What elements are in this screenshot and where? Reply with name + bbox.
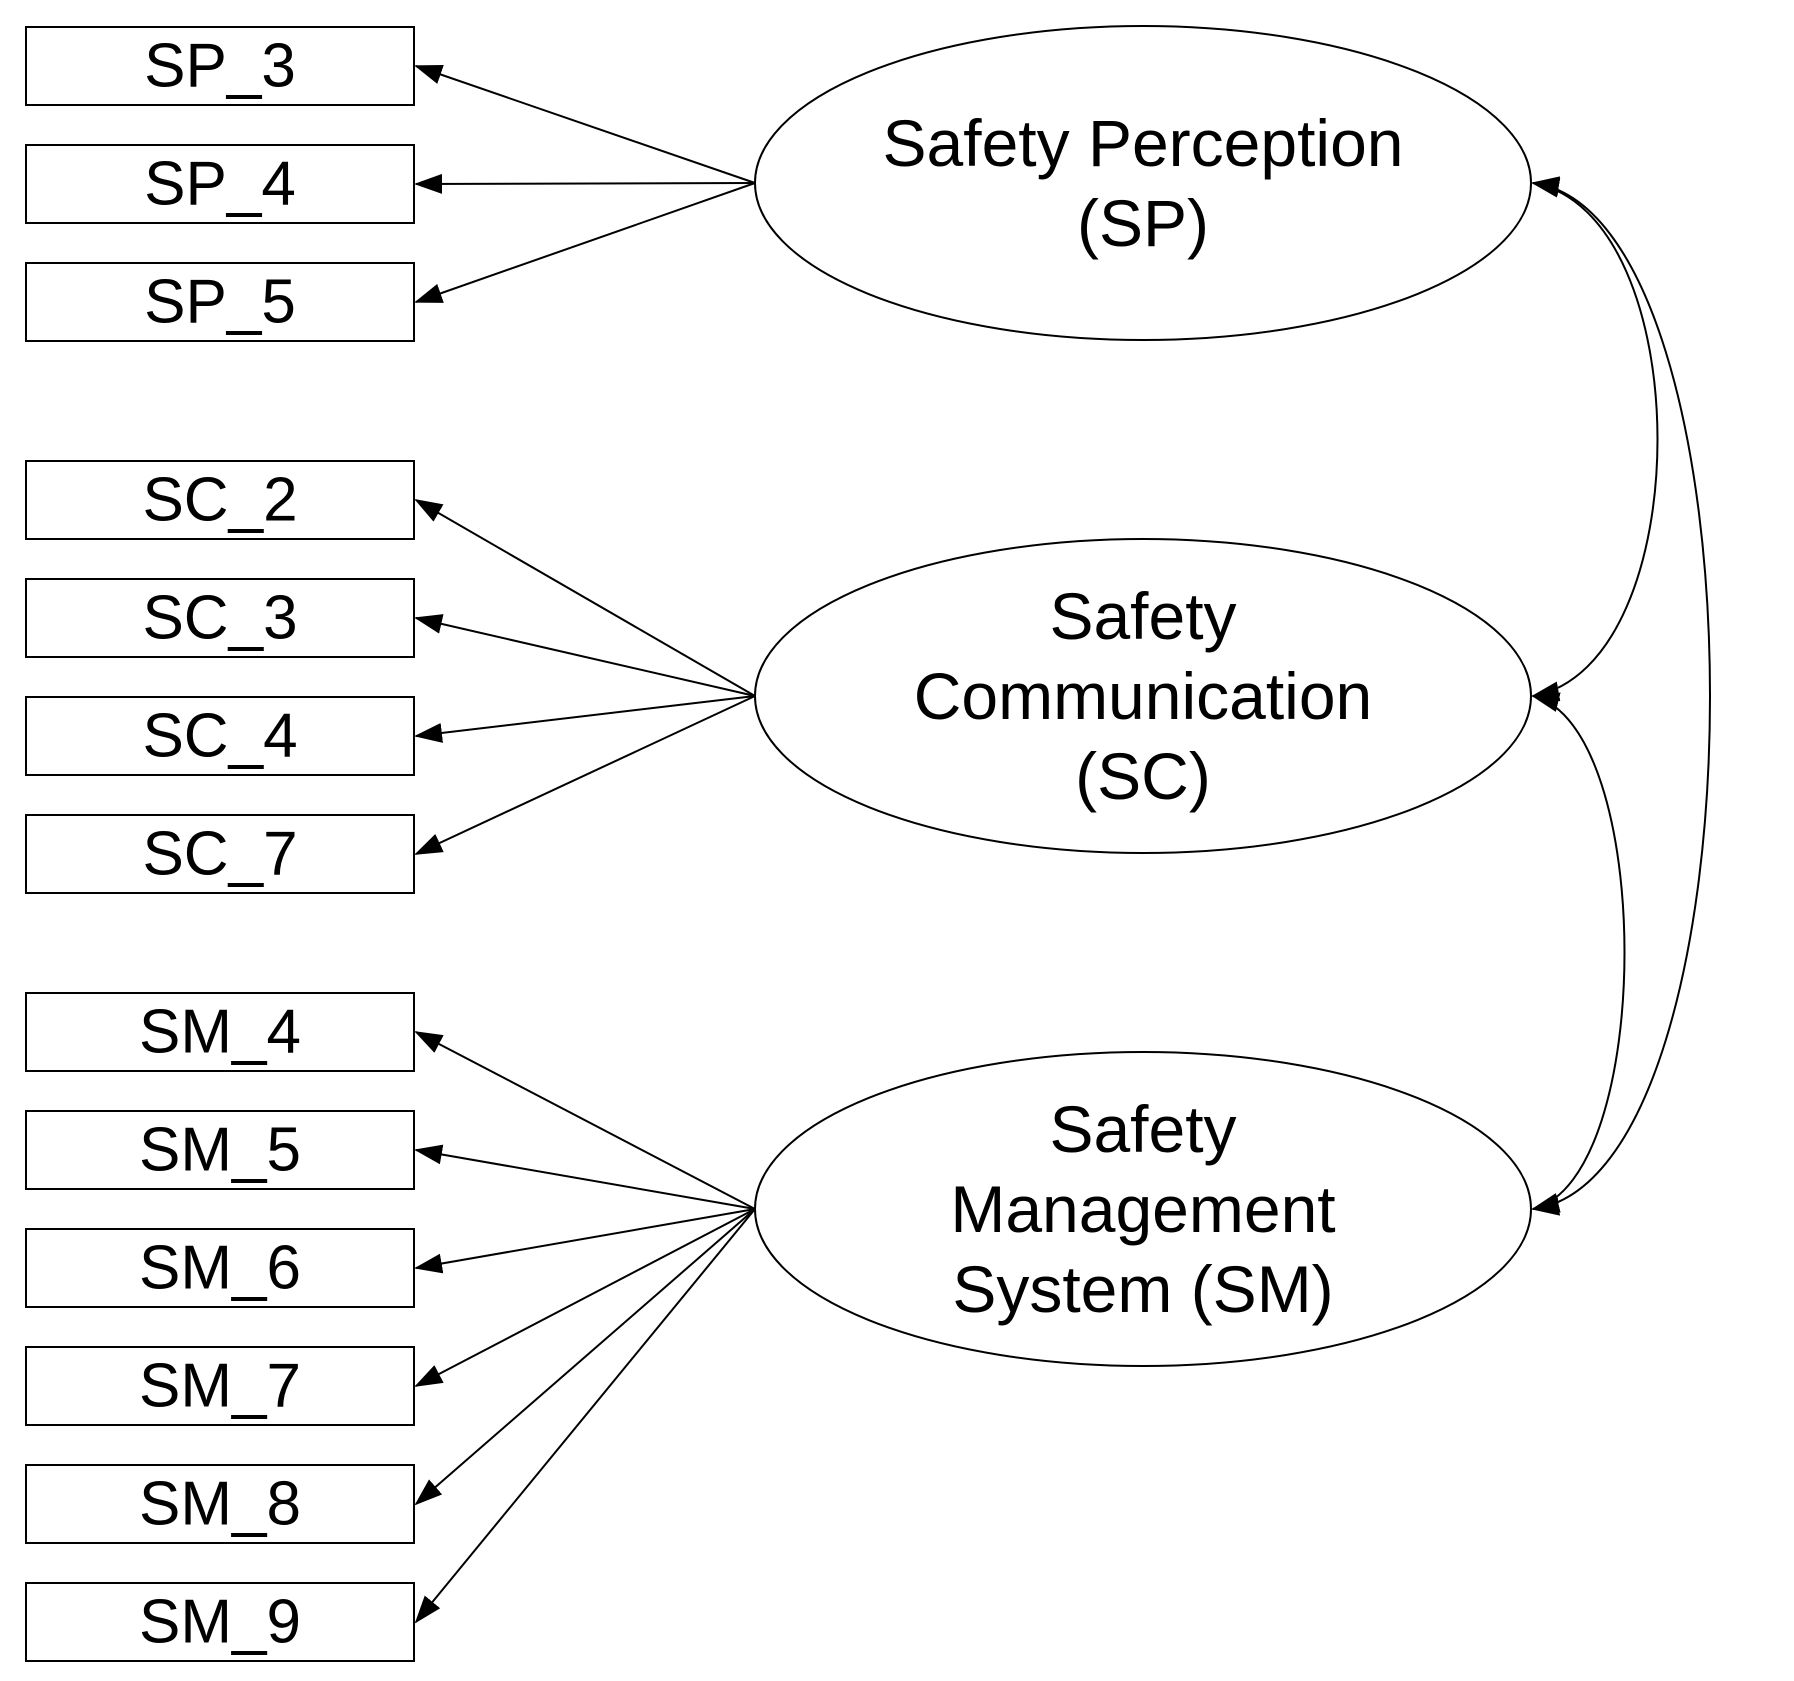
factor-ellipse-sp xyxy=(754,25,1532,341)
factor-label-sc-line-1: Safety xyxy=(1049,579,1236,653)
indicator-sm-4: SM_4 xyxy=(25,992,415,1072)
indicator-sc-4: SC_4 xyxy=(25,696,415,776)
indicator-label-sm-8: SM_8 xyxy=(139,1470,301,1539)
indicator-label-sc-7: SC_7 xyxy=(142,820,297,889)
loading-arrow-sm-to-sm-5 xyxy=(414,1144,756,1210)
factor-label-sm-line-1: Safety xyxy=(1049,1092,1236,1166)
indicator-label-sm-5: SM_5 xyxy=(139,1116,301,1185)
indicator-label-sm-9: SM_9 xyxy=(139,1588,301,1657)
loading-arrow-sc-to-sc-4 xyxy=(414,695,756,743)
indicator-sc-3: SC_3 xyxy=(25,578,415,658)
indicator-box-sc-3 xyxy=(25,578,415,658)
loading-arrow-sc-to-sc-7 xyxy=(414,695,756,855)
loading-arrow-sp-to-sp-3 xyxy=(414,65,756,184)
loading-arrow-sp-to-sp-5 xyxy=(414,182,756,303)
indicator-box-sp-5 xyxy=(25,262,415,342)
indicator-box-sm-5 xyxy=(25,1110,415,1190)
factor-label-sm-line-3: System (SM) xyxy=(952,1252,1333,1326)
factor-ellipse-sm xyxy=(754,1051,1532,1367)
indicator-box-sm-6 xyxy=(25,1228,415,1308)
factor-sp: Safety Perception(SP) xyxy=(754,25,1532,341)
indicator-box-sc-2 xyxy=(25,460,415,540)
covariance-arrow-sp-sm xyxy=(1531,176,1711,1216)
indicator-sp-5: SP_5 xyxy=(25,262,415,342)
indicator-box-sm-4 xyxy=(25,992,415,1072)
factor-label-sc-line-2: Communication xyxy=(914,659,1373,733)
indicator-sm-5: SM_5 xyxy=(25,1110,415,1190)
loading-arrow-sm-to-sm-6 xyxy=(414,1208,756,1274)
indicator-sp-3: SP_3 xyxy=(25,26,415,106)
indicator-sp-4: SP_4 xyxy=(25,144,415,224)
loading-arrow-sc-to-sc-2 xyxy=(414,498,756,697)
indicator-box-sc-7 xyxy=(25,814,415,894)
indicator-label-sm-4: SM_4 xyxy=(139,998,301,1067)
loading-arrow-sm-to-sm-9 xyxy=(414,1208,756,1624)
loading-arrow-sm-to-sm-8 xyxy=(414,1208,756,1506)
indicator-box-sm-9 xyxy=(25,1582,415,1662)
loading-arrow-sm-to-sm-7 xyxy=(414,1208,756,1387)
indicator-label-sm-7: SM_7 xyxy=(139,1352,301,1421)
indicator-label-sp-4: SP_4 xyxy=(144,150,296,219)
factor-label-sp-line-1: Safety Perception xyxy=(883,106,1404,180)
loading-arrow-sp-to-sp-4 xyxy=(414,173,756,194)
loading-arrow-sc-to-sc-3 xyxy=(414,614,756,697)
indicator-sm-6: SM_6 xyxy=(25,1228,415,1308)
indicator-sc-2: SC_2 xyxy=(25,460,415,540)
indicator-box-sm-8 xyxy=(25,1464,415,1544)
indicator-sm-9: SM_9 xyxy=(25,1582,415,1662)
indicator-label-sp-3: SP_3 xyxy=(144,32,296,101)
loading-arrow-sm-to-sm-4 xyxy=(414,1031,756,1210)
indicator-box-sc-4 xyxy=(25,696,415,776)
indicator-sc-7: SC_7 xyxy=(25,814,415,894)
covariance-arrow-sp-sc xyxy=(1531,177,1659,702)
indicator-label-sp-5: SP_5 xyxy=(144,268,296,337)
indicator-label-sc-3: SC_3 xyxy=(142,584,297,653)
indicator-label-sm-6: SM_6 xyxy=(139,1234,301,1303)
factor-label-sc-line-3: (SC) xyxy=(1075,739,1211,813)
indicator-label-sc-2: SC_2 xyxy=(142,466,297,535)
nodes-layer: Safety Perception(SP)SP_3SP_4SP_5SafetyC… xyxy=(25,25,1532,1662)
covariance-arrow-sc-sm xyxy=(1531,692,1626,1213)
indicator-box-sm-7 xyxy=(25,1346,415,1426)
factor-label-sp-line-2: (SP) xyxy=(1077,186,1209,260)
factor-ellipse-sc xyxy=(754,538,1532,854)
indicator-box-sp-4 xyxy=(25,144,415,224)
indicator-sm-7: SM_7 xyxy=(25,1346,415,1426)
factor-label-sm-line-2: Management xyxy=(950,1172,1335,1246)
indicator-sm-8: SM_8 xyxy=(25,1464,415,1544)
indicator-box-sp-3 xyxy=(25,26,415,106)
paths-layer xyxy=(414,65,1711,1624)
indicator-label-sc-4: SC_4 xyxy=(142,702,297,771)
